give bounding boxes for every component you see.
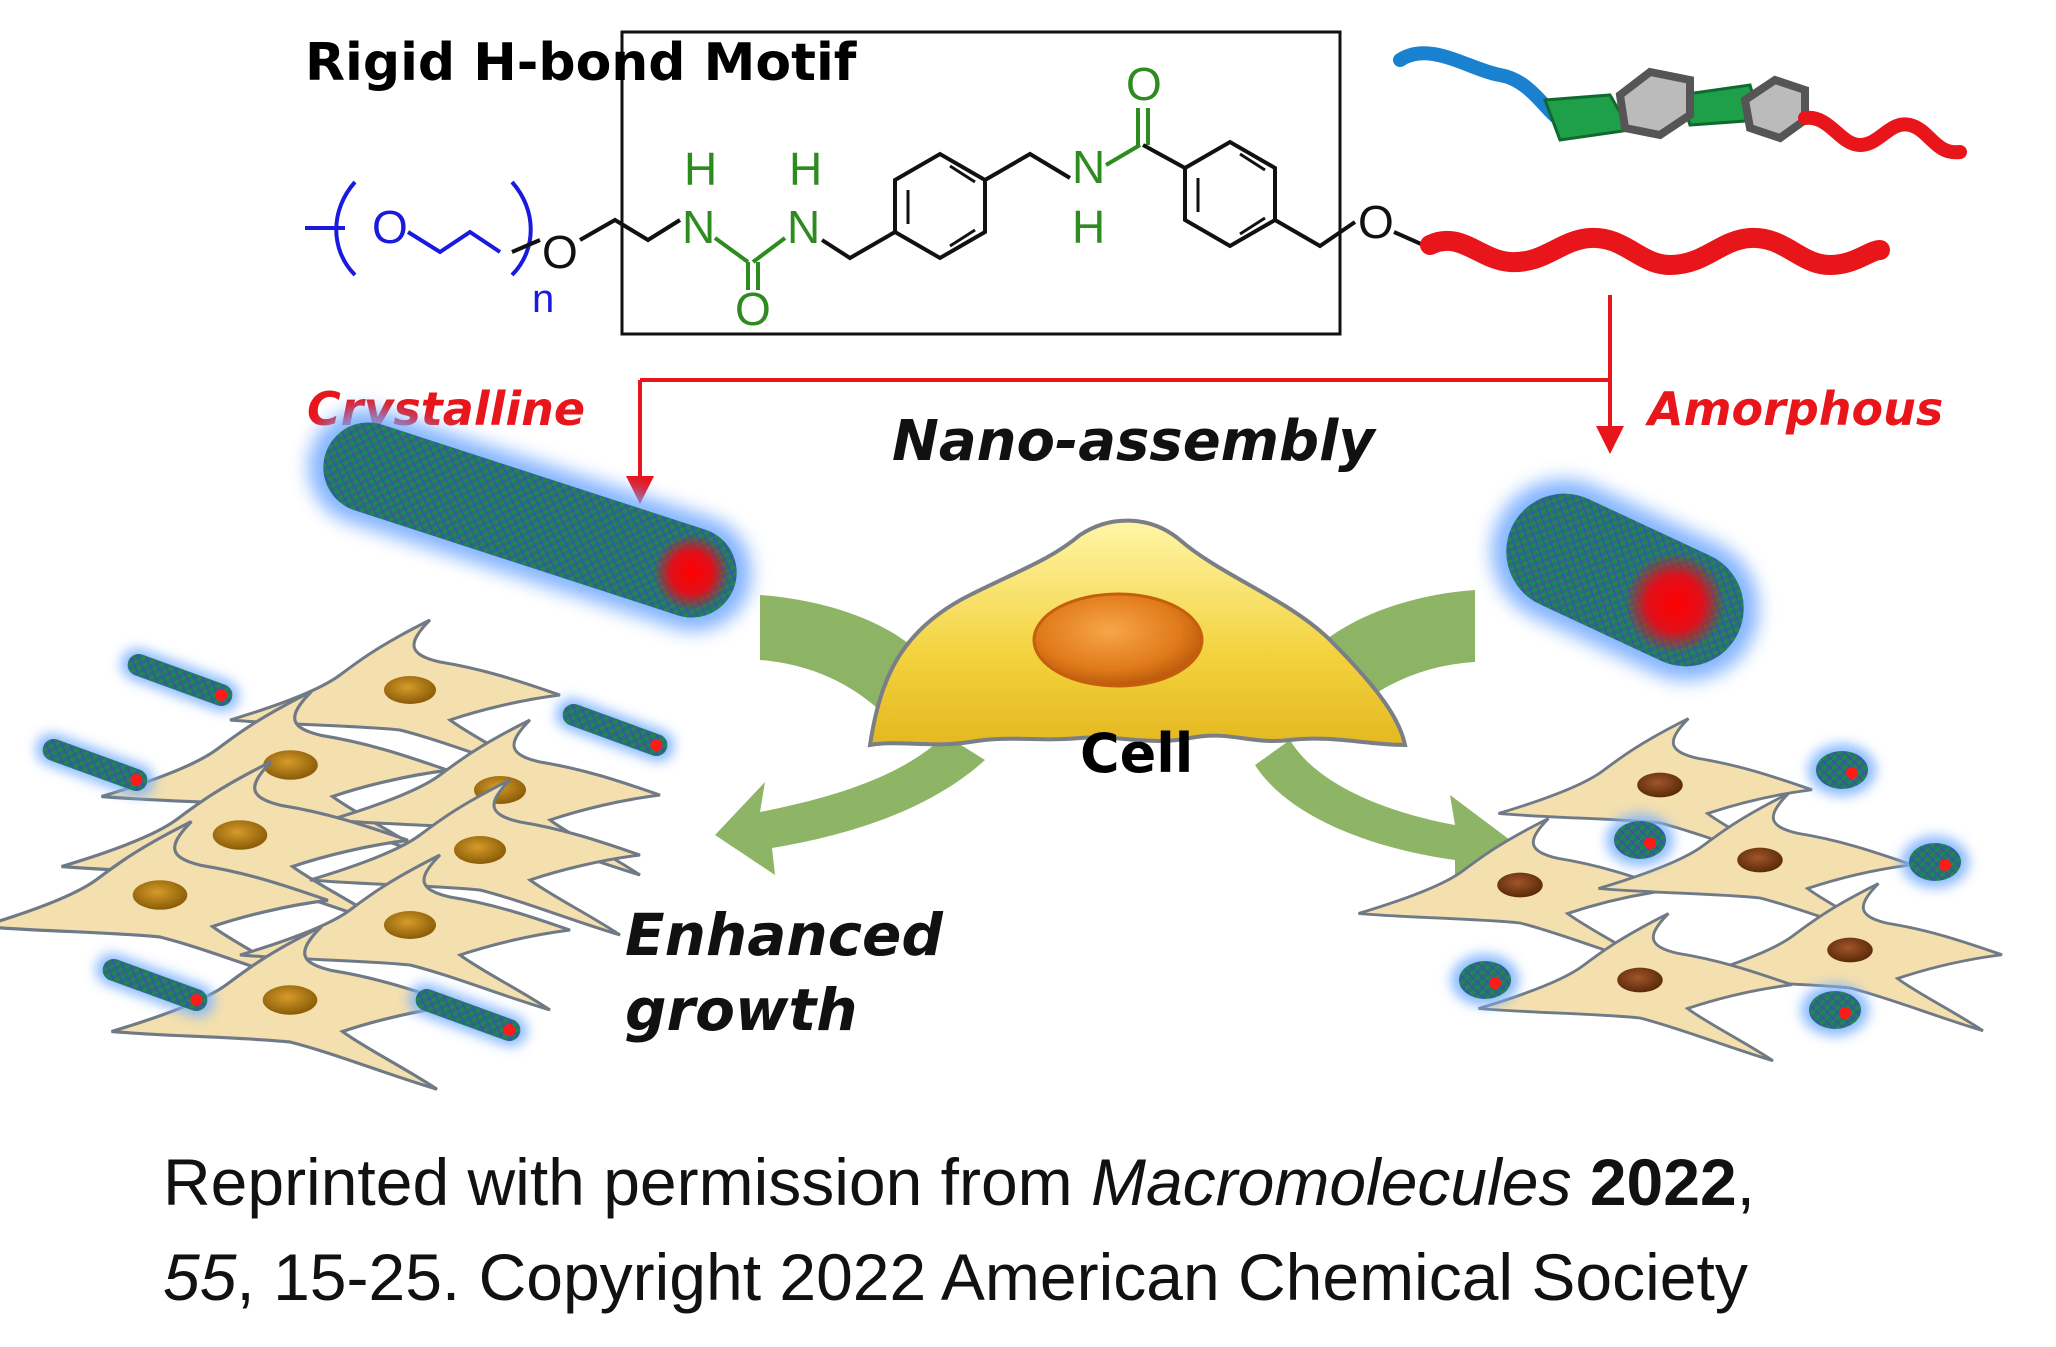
- caption-rest: , 15-25. Copyright 2022 American Chemica…: [236, 1240, 1747, 1314]
- amide-h: H: [1072, 201, 1105, 253]
- ether-oxygen: O: [542, 226, 578, 278]
- urea-h1: H: [684, 143, 717, 195]
- left-cell-cluster: [0, 618, 679, 1091]
- amide-oxygen: O: [1126, 58, 1162, 110]
- enhanced-growth-line1: Enhanced: [625, 901, 943, 969]
- caption-journal: Macromolecules: [1091, 1145, 1572, 1219]
- caption-comma: ,: [1737, 1145, 1755, 1219]
- motif-title: Rigid H-bond Motif: [305, 33, 858, 93]
- molecular-model-3d: [1393, 46, 1967, 160]
- amide-n: N: [1072, 141, 1105, 193]
- cell-illustration: [867, 518, 1408, 748]
- enhanced-growth-line2: growth: [625, 976, 858, 1044]
- caption-space: [1572, 1145, 1590, 1219]
- caption-year: 2022: [1590, 1145, 1737, 1219]
- cell-label: Cell: [1080, 722, 1193, 785]
- nano-assembly-label: Nano-assembly: [892, 409, 1377, 474]
- amorphous-label: Amorphous: [1645, 382, 1943, 436]
- right-cell-cluster: [1357, 717, 2004, 1063]
- urea-n1: N: [682, 201, 715, 253]
- polymer-tail-red: [1420, 227, 1890, 276]
- caption-line1: Reprinted with permission from Macromole…: [163, 1145, 1755, 1219]
- urea-oxygen: O: [735, 283, 771, 335]
- ester-oxygen: O: [1358, 196, 1394, 248]
- peg-oxygen: O: [372, 201, 408, 253]
- urea-h2: H: [789, 143, 822, 195]
- peg-repeat-n: n: [532, 277, 554, 321]
- caption-volume: 55: [163, 1240, 237, 1314]
- caption-prefix: Reprinted with permission from: [163, 1145, 1091, 1219]
- caption-line2: 55, 15-25. Copyright 2022 American Chemi…: [163, 1240, 1748, 1314]
- motif-box: [620, 30, 1342, 336]
- cell-nucleus: [1032, 592, 1204, 688]
- amorphous-nanorod: [1491, 479, 1759, 681]
- branch-arrows: [626, 295, 1624, 504]
- urea-n2: N: [787, 201, 820, 253]
- chemical-structure: O n O N H O N H N H O: [305, 58, 1431, 335]
- crystalline-nanorod: [308, 408, 752, 632]
